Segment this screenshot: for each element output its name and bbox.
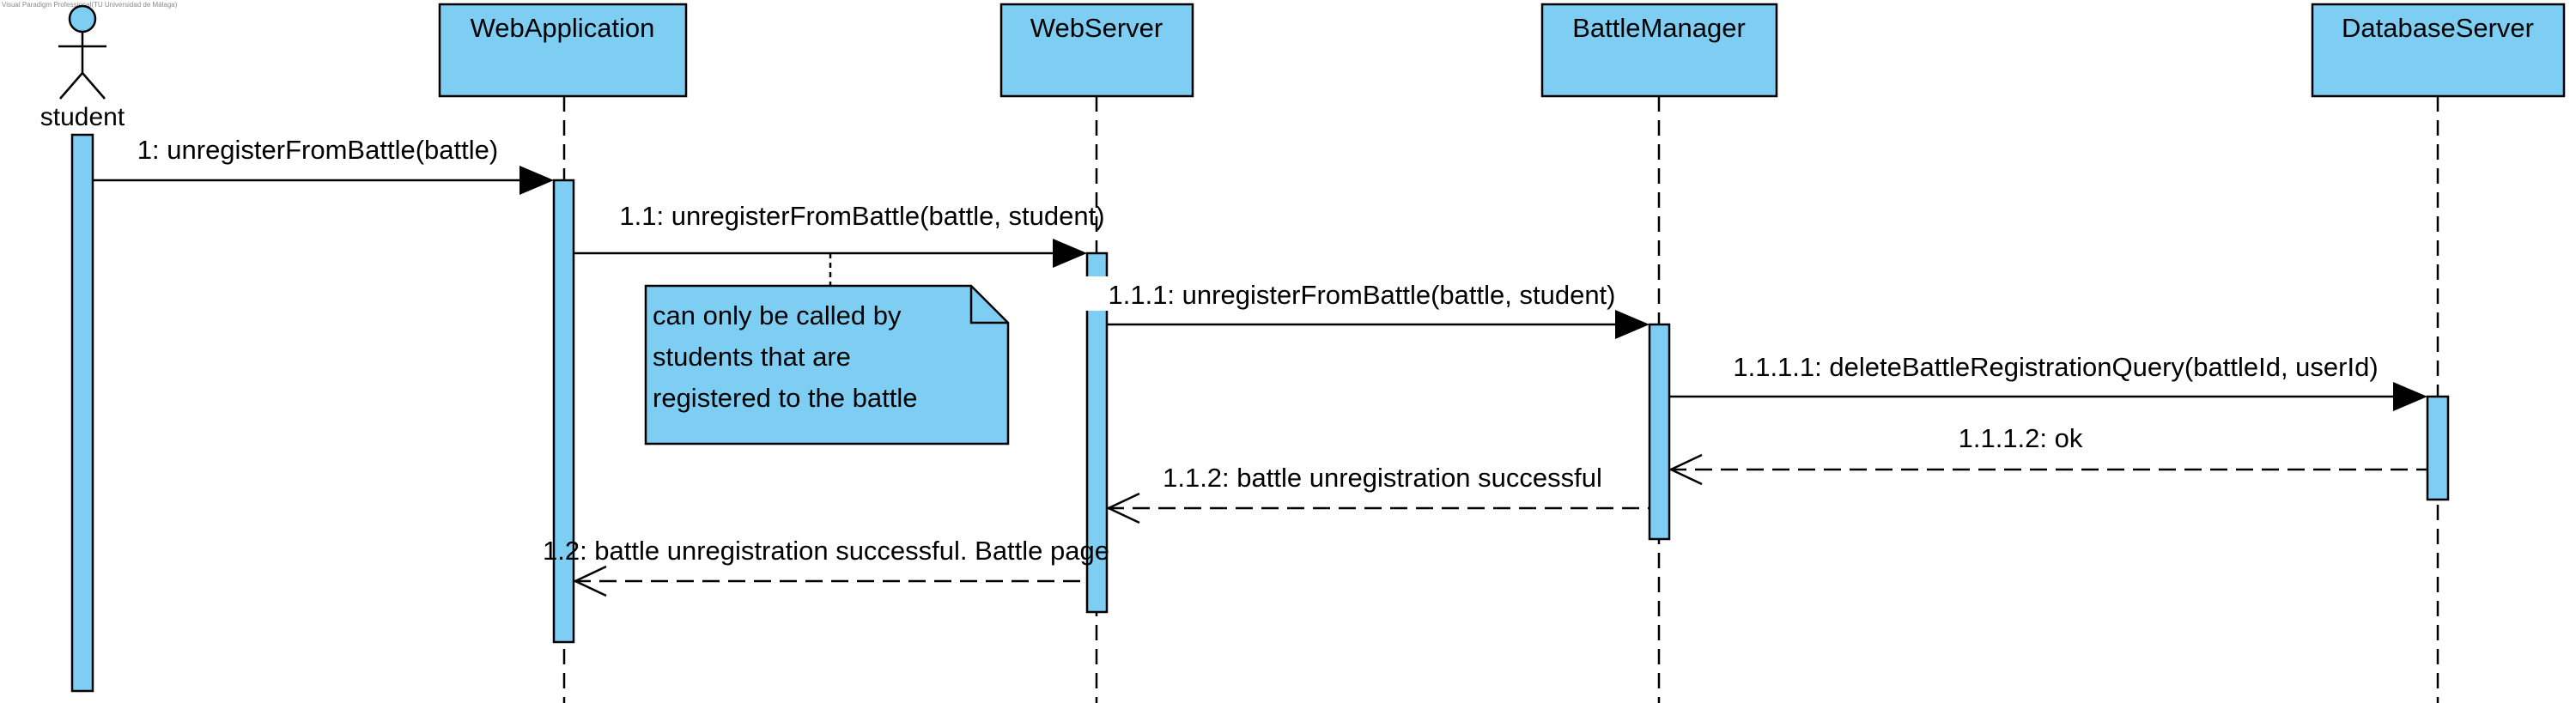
arrowhead-filled-icon — [2393, 382, 2427, 411]
note-line: students that are — [653, 342, 851, 372]
message-1-1-2[interactable]: 1.1.2: battle unregistration successful — [1106, 463, 1649, 524]
activation-battlemanager — [1648, 323, 1671, 541]
arrowhead-filled-icon — [1053, 239, 1087, 268]
arrowhead-filled-icon — [1615, 310, 1649, 339]
watermark-text: Visual Paradigm Professional(TU Universi… — [2, 1, 178, 9]
actor-label: student — [40, 103, 125, 131]
message-1-1-1[interactable]: 1.1.1: unregisterFromBattle(battle, stud… — [1080, 276, 1649, 339]
message-label: 1.2: battle unregistration successful. B… — [543, 536, 1109, 566]
arrowhead-open-icon — [1668, 453, 1703, 486]
message-label: 1.1.1.1: deleteBattleRegistrationQuery(b… — [1733, 352, 2378, 382]
message-label: 1.1.1.2: ok — [1959, 423, 2083, 453]
message-1-2[interactable]: 1.2: battle unregistration successful. B… — [543, 536, 1109, 597]
message-1-1[interactable]: 1.1: unregisterFromBattle(battle, studen… — [574, 201, 1105, 268]
arrowhead-filled-icon — [519, 166, 554, 195]
participant-webapp-label: WebApplication — [471, 13, 655, 43]
arrowhead-open-icon — [573, 565, 607, 597]
arrowhead-open-icon — [1106, 492, 1140, 524]
activation-webserver — [1085, 252, 1109, 614]
activation-webapp — [552, 179, 575, 644]
participant-webserver-label: WebServer — [1030, 13, 1163, 43]
note-box[interactable]: can only be called by students that are … — [644, 284, 1010, 445]
note-line: registered to the battle — [653, 383, 917, 413]
message-label: 1: unregisterFromBattle(battle) — [137, 135, 498, 165]
message-1-1-1-2[interactable]: 1.1.1.2: ok — [1668, 423, 2427, 486]
actor-student[interactable]: student — [40, 4, 125, 131]
participant-webapp[interactable]: WebApplication — [438, 3, 688, 98]
activation-student — [70, 133, 94, 693]
actor-head-icon — [68, 4, 97, 33]
participant-battlemanager-label: BattleManager — [1572, 13, 1746, 43]
participant-webserver[interactable]: WebServer — [999, 3, 1194, 98]
activation-dbserver — [2426, 395, 2450, 501]
message-label: 1.1: unregisterFromBattle(battle, studen… — [619, 201, 1104, 231]
note-line: can only be called by — [653, 300, 902, 330]
participant-dbserver-label: DatabaseServer — [2342, 13, 2534, 43]
participant-battlemanager[interactable]: BattleManager — [1540, 3, 1778, 98]
message-1[interactable]: 1: unregisterFromBattle(battle) — [93, 135, 554, 195]
message-label: 1.1.2: battle unregistration successful — [1163, 463, 1602, 493]
participant-dbserver[interactable]: DatabaseServer — [2311, 3, 2566, 98]
message-label: 1.1.1: unregisterFromBattle(battle, stud… — [1108, 280, 1615, 310]
message-1-1-1-1[interactable]: 1.1.1.1: deleteBattleRegistrationQuery(b… — [1669, 352, 2427, 411]
